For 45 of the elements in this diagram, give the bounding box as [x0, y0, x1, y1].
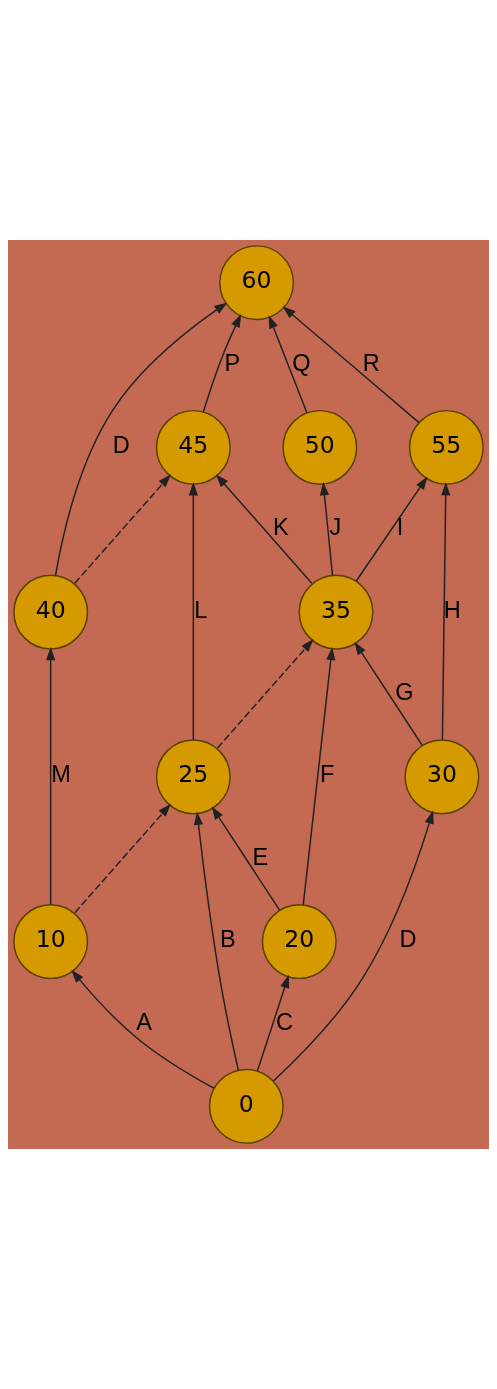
edge-label: B	[220, 926, 236, 953]
edge-label: D	[112, 431, 130, 458]
node-circle: 30	[404, 739, 480, 815]
node-circle: 10	[13, 904, 89, 980]
edge-label: M	[51, 761, 71, 788]
edge-label: F	[320, 761, 335, 788]
edge-label: G	[395, 679, 414, 706]
arrow	[355, 476, 428, 582]
arrow	[215, 474, 313, 584]
edge-label: R	[362, 349, 380, 376]
node-circle: 40	[13, 574, 89, 650]
arrow	[188, 482, 198, 741]
arrow	[354, 641, 423, 747]
node-circle: 50	[282, 409, 358, 485]
arrow	[193, 811, 240, 1071]
arrow	[71, 969, 215, 1089]
node-circle: 0	[208, 1068, 284, 1144]
arrow	[74, 474, 171, 584]
arrow	[256, 974, 290, 1072]
edge-label: I	[396, 514, 404, 541]
arrow	[282, 306, 420, 424]
edge-label: Q	[292, 349, 311, 376]
arrow	[319, 482, 334, 576]
node-circle: 55	[408, 409, 484, 485]
node-circle: 45	[155, 409, 231, 485]
arrow	[74, 803, 171, 914]
edge-label: H	[443, 596, 461, 623]
arrow	[211, 806, 281, 911]
arrow	[302, 646, 336, 906]
edge-label: E	[252, 843, 269, 870]
arrow	[202, 314, 242, 413]
edge-label: J	[329, 514, 342, 541]
arrow	[54, 302, 228, 577]
arrow	[272, 810, 434, 1082]
edge-label: D	[399, 926, 417, 953]
arrow	[46, 646, 56, 906]
arrow	[216, 638, 314, 749]
edge-label: L	[194, 596, 208, 623]
edge-label: A	[136, 1008, 152, 1035]
arrow	[268, 315, 308, 414]
edge-label: K	[273, 514, 289, 541]
edge-label: P	[224, 349, 241, 376]
node-circle: 20	[261, 904, 337, 980]
edge-label: C	[276, 1008, 294, 1035]
arrow	[441, 482, 451, 741]
